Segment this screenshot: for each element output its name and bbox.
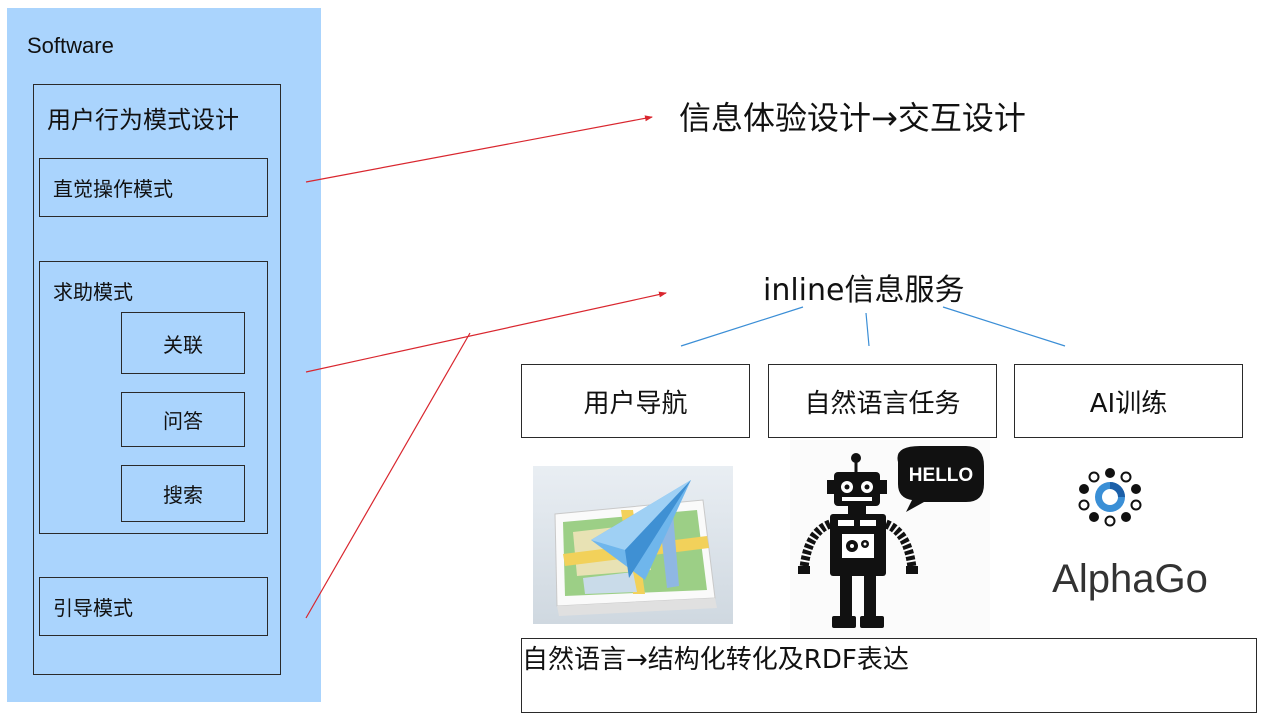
connector-inline-nav xyxy=(680,306,804,347)
qa-label: 问答 xyxy=(163,409,203,433)
ai-training-label: AI训练 xyxy=(1089,388,1168,419)
intuitive-mode-label: 直觉操作模式 xyxy=(53,177,173,201)
user-navigation-label: 用户导航 xyxy=(583,388,688,419)
connector-inline-nlp xyxy=(865,312,870,347)
behavior-design-title: 用户行为模式设计 xyxy=(47,106,239,134)
robot-hello-icon: HELLO xyxy=(790,440,990,638)
speech-bubble-text: HELLO xyxy=(909,465,973,486)
behavior-design-box xyxy=(33,84,281,675)
line-guide-to-inline xyxy=(305,332,471,619)
guide-mode-box: 引导模式 xyxy=(39,577,268,636)
interaction-design-title: 信息体验设计→交互设计 xyxy=(679,99,1026,137)
connector-inline-ai xyxy=(942,306,1066,347)
help-mode-title: 求助模式 xyxy=(53,280,133,304)
association-box: 关联 xyxy=(121,312,245,374)
paper-plane-map-icon xyxy=(533,466,733,624)
help-mode-box xyxy=(39,261,268,534)
nl-task-label: 自然语言任务 xyxy=(804,388,961,419)
rdf-expression-label: 自然语言→结构化转化及RDF表达 xyxy=(522,645,909,675)
arrow-intuitive-to-interaction xyxy=(305,115,653,183)
ai-training-box: AI训练 xyxy=(1014,364,1243,438)
rdf-expression-box: 自然语言→结构化转化及RDF表达 xyxy=(521,638,1257,713)
intuitive-mode-box: 直觉操作模式 xyxy=(39,158,268,217)
search-box: 搜索 xyxy=(121,465,245,522)
association-label: 关联 xyxy=(163,332,203,357)
guide-mode-label: 引导模式 xyxy=(53,596,133,620)
arrow-help-to-inline xyxy=(305,291,667,373)
nl-task-box: 自然语言任务 xyxy=(768,364,997,438)
search-label: 搜索 xyxy=(163,483,203,507)
qa-box: 问答 xyxy=(121,392,245,447)
alphago-logo-icon: AlphaGo xyxy=(1040,465,1220,605)
user-navigation-box: 用户导航 xyxy=(521,364,750,438)
alphago-logo-text: AlphaGo xyxy=(1052,557,1208,601)
software-label: Software xyxy=(27,33,114,58)
software-panel xyxy=(7,8,321,702)
inline-service-title: inline信息服务 xyxy=(763,273,965,308)
